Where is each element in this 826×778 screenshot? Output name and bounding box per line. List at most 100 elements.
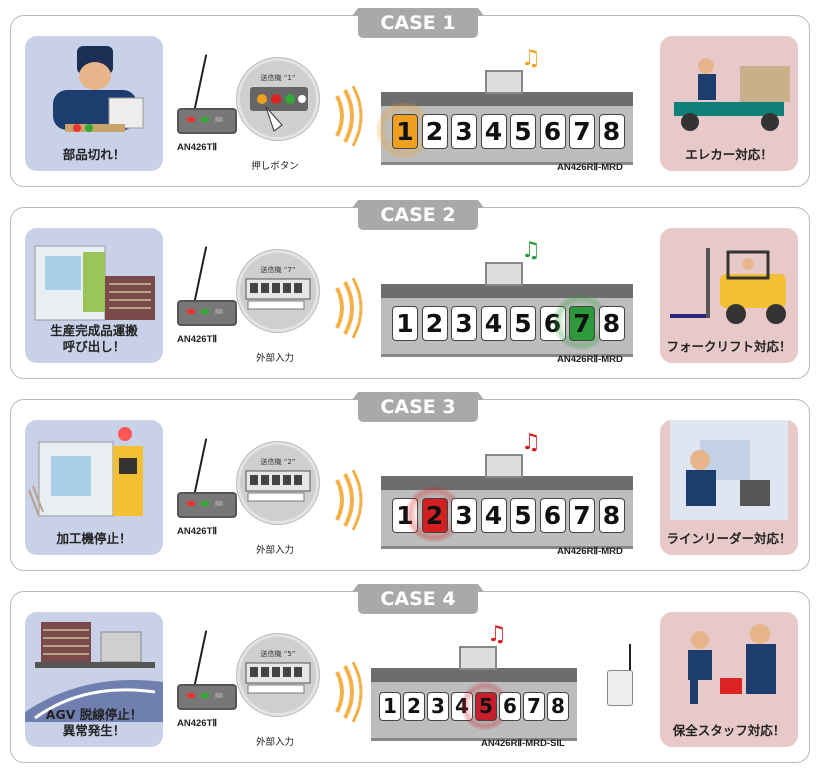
transmitter-led — [187, 693, 195, 698]
music-note-icon: ♫ — [521, 430, 541, 455]
display-digit: 6 — [499, 692, 521, 721]
case-tag: CASE 3 — [358, 392, 478, 422]
maintenance-staff-icon — [688, 624, 776, 704]
terminal-block-icon — [245, 662, 311, 694]
circle-caption: 送信機 “2” — [260, 458, 296, 466]
case-tag: CASE 4 — [358, 584, 478, 614]
display-digit: 2 — [403, 692, 425, 721]
siren-antenna — [629, 644, 631, 674]
receiver-model: AN426RⅡ-MRD — [557, 162, 623, 173]
trigger-label-line: 異常発生！ — [62, 723, 126, 738]
trigger-label-line: 呼び出し！ — [62, 339, 126, 354]
trigger-scene-icon — [34, 245, 155, 321]
display-digit: 6 — [539, 306, 566, 341]
electric-cart-icon — [674, 58, 790, 131]
signal-wave-icon — [335, 278, 363, 338]
circle-caption: 送信機 “5” — [260, 650, 296, 658]
transmitter-led — [201, 693, 209, 698]
transmitter-led — [215, 117, 223, 122]
trigger-label-line: 加工機停止！ — [56, 531, 132, 546]
responder-illustration: フォークリフト対応！ — [660, 228, 798, 363]
trigger-label-line: 生産完成品運搬 — [50, 323, 138, 338]
trigger-label: 加工機停止！ — [25, 531, 163, 547]
display-digit: 3 — [427, 692, 449, 721]
transmitter-model: AN426TⅡ — [177, 526, 218, 537]
input-type-label: 外部入力 — [255, 545, 294, 556]
responder-label: フォークリフト対応！ — [666, 339, 792, 354]
trigger-label: 部品切れ！ — [25, 147, 163, 163]
display-digit: 8 — [598, 306, 625, 341]
line-leader-icon — [670, 420, 788, 520]
circle-caption: 送信機 “7” — [260, 266, 296, 274]
transmitter-led — [215, 501, 223, 506]
trigger-illustration: 部品切れ！ — [25, 36, 163, 171]
display-digit: 3 — [451, 498, 477, 533]
case-tag: CASE 2 — [358, 200, 478, 230]
trigger-label: AGV 脱線停止！異常発生！ — [25, 707, 163, 739]
display-digit: 5 — [510, 306, 536, 341]
display-digit: 8 — [598, 114, 625, 149]
trigger-illustration: 生産完成品運搬呼び出し！ — [25, 228, 163, 363]
transmitter-led — [201, 117, 209, 122]
transmitter-led — [215, 693, 223, 698]
input-detail-circle: 送信機 “7” — [237, 250, 319, 332]
display-digit: 7 — [569, 306, 595, 341]
display-digit: 4 — [451, 692, 473, 721]
input-detail-circle: 送信機 “1” — [237, 58, 319, 140]
terminal-block-icon — [245, 470, 311, 502]
input-type-label: 外部入力 — [255, 353, 294, 364]
transmitter-antenna — [192, 438, 208, 498]
transmitter-led — [187, 309, 195, 314]
transmitter-led — [187, 501, 195, 506]
siren-unit — [607, 670, 633, 706]
display-digit: 2 — [421, 306, 448, 341]
transmitter-antenna — [192, 54, 208, 114]
transmitter-model: AN426TⅡ — [177, 334, 218, 345]
responder-illustration: ラインリーダー対応！ — [660, 420, 798, 555]
trigger-scene-icon — [53, 46, 144, 132]
responder-label: 保全スタッフ対応！ — [672, 723, 786, 738]
display-digit: 1 — [392, 306, 418, 341]
display-digit: 6 — [539, 114, 566, 149]
responder-label: ラインリーダー対応！ — [666, 531, 792, 546]
board-speaker — [485, 262, 523, 286]
input-type-label: 外部入力 — [255, 737, 294, 748]
display-digit: 4 — [480, 114, 507, 149]
display-digit: 3 — [451, 306, 477, 341]
trigger-illustration: AGV 脱線停止！異常発生！ — [25, 612, 163, 747]
display-digit: 1 — [392, 114, 418, 149]
transmitter-device — [177, 108, 237, 134]
signal-wave-icon — [335, 662, 363, 722]
circle-caption: 送信機 “1” — [260, 74, 296, 82]
signal-wave-icon — [335, 86, 363, 146]
input-detail-circle: 送信機 “5” — [237, 634, 319, 716]
terminal-block-icon — [245, 278, 311, 310]
trigger-scene-icon — [28, 427, 143, 517]
board-speaker — [485, 70, 523, 94]
transmitter-device — [177, 492, 237, 518]
display-digit: 3 — [451, 114, 477, 149]
forklift-icon — [670, 248, 786, 324]
transmitter-device — [177, 684, 237, 710]
transmitter-led — [187, 117, 195, 122]
transmitter-device — [177, 300, 237, 326]
receiver-model: AN426RⅡ-MRD — [557, 354, 623, 365]
display-digit: 7 — [569, 114, 595, 149]
display-digit: 1 — [379, 692, 401, 721]
transmitter-antenna — [192, 246, 208, 306]
responder-label: エレカー対応！ — [685, 147, 773, 162]
transmitter-led — [201, 309, 209, 314]
display-digit: 8 — [598, 498, 625, 533]
music-note-icon: ♫ — [521, 238, 541, 263]
case-tag: CASE 1 — [358, 8, 478, 38]
receiver-model: AN426RⅡ-MRD — [557, 546, 623, 557]
trigger-scene-icon — [25, 622, 163, 722]
display-digit: 5 — [510, 498, 536, 533]
music-note-icon: ♫ — [521, 46, 541, 71]
